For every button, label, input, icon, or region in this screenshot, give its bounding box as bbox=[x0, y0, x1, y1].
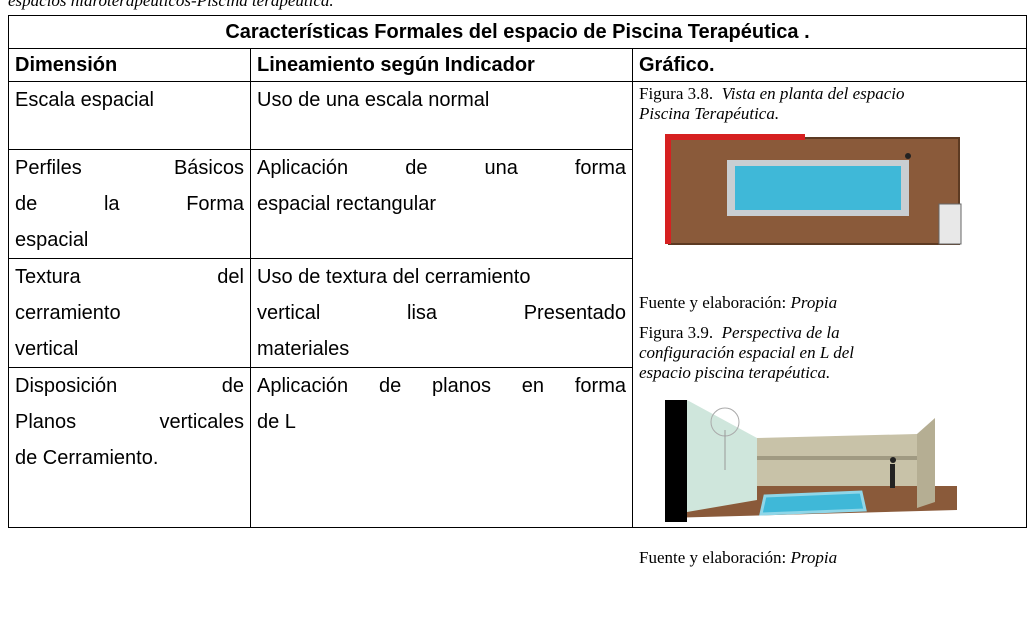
features-table: Características Formales del espacio de … bbox=[8, 15, 1027, 567]
top-caption: espacios hidroterapéuticos-Piscina terap… bbox=[8, 0, 334, 10]
source-2: Fuente y elaboración: Propia bbox=[639, 548, 838, 567]
table-row-lineamiento: Aplicación de planos en forma de L bbox=[250, 367, 633, 528]
figure-caption-2: Figura 3.9. Perspectiva de la configurac… bbox=[639, 323, 854, 382]
grafico-cell: Figura 3.8. Vista en planta del espacio … bbox=[632, 81, 1027, 567]
table-title: Características Formales del espacio de … bbox=[8, 15, 1027, 49]
header-grafico: Gráfico. bbox=[632, 48, 1027, 82]
table-row-dimension: Disposición de Planos verticales de Cerr… bbox=[8, 367, 251, 528]
table-row-lineamiento: Uso de textura del cerramiento vertical … bbox=[250, 258, 633, 368]
table-row-lineamiento: Uso de una escala normal bbox=[250, 81, 633, 150]
table-row-dimension: Textura del cerramiento vertical bbox=[8, 258, 251, 368]
table-row-dimension: Escala espacial bbox=[8, 81, 251, 150]
header-lineamiento: Lineamiento según Indicador bbox=[250, 48, 633, 82]
figure-caption-1: Figura 3.8. Vista en planta del espacio … bbox=[639, 84, 905, 123]
source-1: Fuente y elaboración: Propia bbox=[639, 293, 838, 312]
table-row-lineamiento: Aplicación de una forma espacial rectang… bbox=[250, 149, 633, 259]
header-dimension: Dimensión bbox=[8, 48, 251, 82]
plan-view-image bbox=[663, 134, 969, 246]
table-row-dimension: Perfiles Básicos de la Forma espacial bbox=[8, 149, 251, 259]
perspective-image bbox=[665, 400, 957, 522]
